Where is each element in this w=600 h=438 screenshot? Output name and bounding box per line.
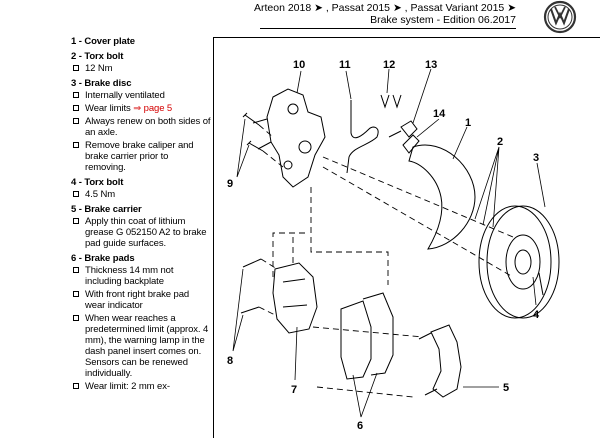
bullet-text: Always renew on both sides of an axle. [85, 116, 211, 138]
part-title: 3 - Brake disc [71, 78, 132, 89]
callout-2: 2 [497, 136, 503, 148]
bullet-text: Wear limits [85, 103, 134, 114]
steering-knuckle [266, 88, 326, 188]
part-bullet: Wear limits ⇒ page 5 [71, 103, 211, 114]
bolt-9-lower [246, 140, 264, 152]
bolt-8-lower [240, 306, 260, 314]
clips-12 [380, 94, 402, 109]
sensor-13 [400, 120, 418, 138]
bolt-8-upper [242, 258, 262, 268]
callout-7: 7 [291, 384, 297, 396]
bullet-text: 4.5 Nm [85, 189, 116, 200]
callout-5: 5 [503, 382, 509, 394]
checkbox-square-icon [73, 105, 79, 111]
header-rule [260, 28, 516, 29]
bracket-14 [402, 134, 420, 154]
checkbox-square-icon [73, 118, 79, 124]
page-link[interactable]: ⇒ page 5 [133, 103, 173, 114]
callout-1: 1 [465, 117, 471, 129]
part-bullet: Internally ventilated [71, 90, 211, 101]
bullet-text: Thickness 14 mm not including backplate [85, 265, 174, 287]
part-bullet: Always renew on both sides of an axle. [71, 116, 211, 138]
bullet-text: When wear reaches a predetermined limit … [85, 313, 209, 379]
models-line: Arteon 2018 ➤ , Passat 2015 ➤ , Passat V… [253, 2, 516, 14]
callout-3: 3 [533, 152, 539, 164]
checkbox-square-icon [73, 315, 79, 321]
part-bullet: When wear reaches a predetermined limit … [71, 313, 211, 379]
page-header: Arteon 2018 ➤ , Passat 2015 ➤ , Passat V… [0, 0, 600, 34]
checkbox-square-icon [73, 291, 79, 297]
checkbox-square-icon [73, 218, 79, 224]
brake-caliper [272, 262, 318, 334]
callout-4: 4 [533, 309, 540, 321]
wear-sensor-wire [346, 100, 379, 174]
callout-12: 12 [383, 59, 395, 71]
part-title: 4 - Torx bolt [71, 177, 124, 188]
brake-disc-outer [486, 205, 560, 319]
part-bullet: Wear limit: 2 mm ex- [71, 381, 211, 392]
part-bullet: Apply thin coat of lithium grease G 0521… [71, 216, 211, 249]
callout-9: 9 [227, 178, 233, 190]
part-bullet: Thickness 14 mm not including backplate [71, 265, 211, 287]
bullet-text: 12 Nm [85, 63, 113, 74]
bullet-text: With front right brake pad wear indicato… [85, 289, 190, 311]
brake-pad-inner [340, 300, 372, 380]
callout-8: 8 [227, 355, 233, 367]
checkbox-square-icon [73, 65, 79, 71]
section-line: Brake system - Edition 06.2017 [370, 14, 516, 26]
bolt-9-upper [242, 112, 260, 126]
callout-11: 11 [339, 59, 351, 71]
checkbox-square-icon [73, 383, 79, 389]
brake-pad-outer [362, 292, 394, 376]
callout-13: 13 [425, 59, 437, 71]
part-title: 2 - Torx bolt [71, 51, 124, 62]
bolt-4 [538, 272, 544, 296]
diagram-frame [213, 37, 600, 438]
callout-6: 6 [357, 420, 363, 432]
brake-assembly-diagram: 10 11 12 13 14 1 2 3 9 4 8 7 6 5 [227, 59, 560, 432]
callout-14: 14 [433, 108, 446, 120]
brake-carrier [430, 324, 462, 398]
bullet-text: Apply thin coat of lithium grease G 0521… [85, 216, 207, 249]
bullet-text: Remove brake caliper and brake carrier p… [85, 140, 194, 173]
vw-logo-icon [543, 0, 577, 34]
part-title: 6 - Brake pads [71, 253, 135, 264]
part-bullet: 12 Nm [71, 63, 211, 74]
checkbox-square-icon [73, 142, 79, 148]
part-title: 1 - Cover plate [71, 36, 135, 47]
cover-plate [408, 144, 476, 250]
part-title: 5 - Brake carrier [71, 204, 142, 215]
part-bullet: With front right brake pad wear indicato… [71, 289, 211, 311]
checkbox-square-icon [73, 191, 79, 197]
checkbox-square-icon [73, 267, 79, 273]
bullet-text: Wear limit: 2 mm ex- [85, 381, 170, 392]
part-bullet: Remove brake caliper and brake carrier p… [71, 140, 211, 173]
callout-10: 10 [293, 59, 305, 71]
bullet-text: Internally ventilated [85, 90, 165, 101]
part-bullet: 4.5 Nm [71, 189, 211, 200]
checkbox-square-icon [73, 92, 79, 98]
